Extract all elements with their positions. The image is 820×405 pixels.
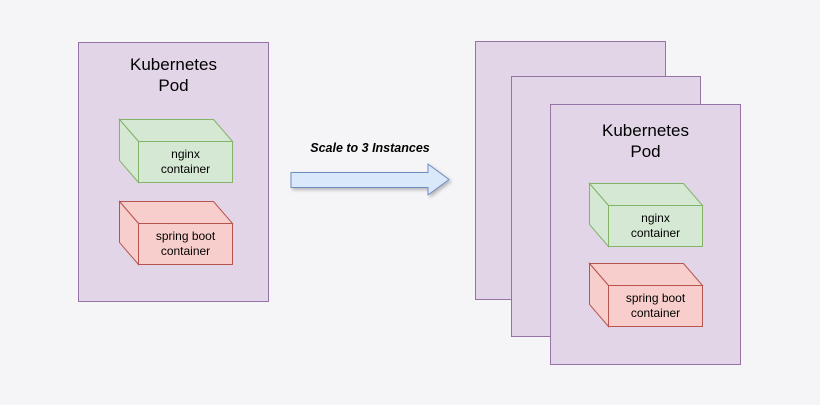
scale-arrow-label: Scale to 3 Instances <box>310 141 430 155</box>
pod-title: Kubernetes Pod <box>602 121 689 161</box>
spring-boot-container-label: spring boot container <box>155 229 216 258</box>
cube-front-face <box>138 223 233 265</box>
spring-boot-container-box: spring boot container <box>118 200 234 266</box>
cube-shape <box>588 262 704 328</box>
kubernetes-pod-instance-front: Kubernetes Pod nginx container spring bo… <box>550 104 741 365</box>
cube-shape <box>118 200 234 266</box>
nginx-container-box: nginx container <box>118 118 234 184</box>
cube-top-face <box>588 183 704 206</box>
nginx-container-box: nginx container <box>588 182 704 248</box>
spring-boot-container-box: spring boot container <box>588 262 704 328</box>
arrow-shape <box>290 163 450 196</box>
kubernetes-pod-single: Kubernetes Pod nginx container spring bo… <box>78 42 269 302</box>
cube-top-face <box>118 201 234 224</box>
cube-front-face <box>608 285 703 327</box>
pod-title: Kubernetes Pod <box>130 55 217 95</box>
nginx-container-label: nginx container <box>160 147 211 176</box>
cube-top-face <box>588 263 704 286</box>
cube-front-face <box>608 205 703 247</box>
cube-top-face <box>118 119 234 142</box>
cube-front-face <box>138 141 233 183</box>
cube-shape <box>118 118 234 184</box>
spring-boot-container-label: spring boot container <box>625 291 686 320</box>
nginx-container-label: nginx container <box>630 211 681 240</box>
scale-right-arrow-icon <box>290 163 450 196</box>
cube-shape <box>588 182 704 248</box>
